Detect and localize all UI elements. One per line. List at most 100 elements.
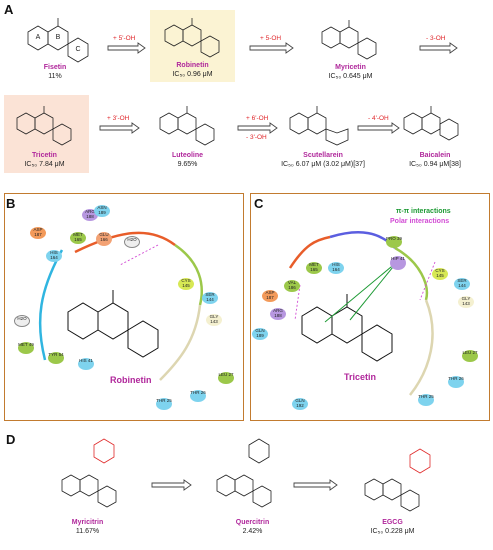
residue-val186-c: VAL 186 [284, 280, 300, 292]
baicalein-structure [403, 106, 459, 141]
arrow-5prime-oh [107, 42, 146, 54]
fisetin-value: 11% [48, 73, 62, 80]
robinetin-pocket-blue [38, 249, 64, 361]
residue-asp187-b: ASP 187 [30, 227, 46, 239]
robinetin-pocket-orange [74, 231, 176, 254]
arrow-3prime-oh [99, 122, 140, 134]
arrow-label-minus-3-oh: - 3-OH [426, 35, 446, 42]
ring-label-b: B [55, 34, 61, 41]
residue-leu27-c: LEU 27 [462, 350, 478, 362]
myricitrin-value: 11.67% [75, 528, 100, 535]
tricetin-highlight [4, 95, 89, 173]
panel-label-a: A [4, 2, 14, 17]
residue-his164-b: HIS 164 [46, 250, 62, 262]
arrow-label-minus-4prime-oh: - 4'-OH [368, 115, 389, 122]
residue-tyr54-b: TYR 54 [48, 352, 64, 364]
pi-pi-lines [324, 261, 398, 323]
luteoline-value: 9.65% [177, 161, 198, 168]
residue-thr25-b: THR 25 [156, 398, 172, 410]
scutellarein-structure [289, 106, 349, 146]
myricetin-structure [321, 20, 377, 60]
egcg-value: IC₅₀ 0.228 μM [370, 528, 415, 535]
residue-his41-b: HIS 41 [78, 358, 94, 370]
robinetin-pocket-tan [159, 304, 202, 381]
residue-glu166-b: GLU 166 [96, 232, 112, 246]
residue-gln192-c: GLN 192 [292, 398, 308, 410]
polar-lines [119, 244, 436, 321]
arrow-d-2 [293, 479, 338, 491]
residue-met49-b: MET 49 [18, 342, 34, 354]
panel-label-b: B [6, 196, 16, 211]
quercitrin-name: Quercitrin [235, 519, 270, 526]
fisetin-name: Fisetin [43, 64, 67, 71]
luteoline-name: Luteoline [171, 152, 204, 159]
arrow-label-6prime-oh: + 6'-OH [246, 115, 269, 122]
arrow-minus-3-oh [419, 42, 458, 54]
tricetin-ligand-structure [301, 294, 393, 362]
tricetin-pocket-green [394, 246, 429, 301]
residue-thr26-b: THR 26 [190, 390, 206, 402]
residue-pro39-c: PRO 39 [386, 236, 402, 248]
arrow-minus-4prime-oh [357, 122, 400, 134]
robinetin-name: Robinetin [176, 62, 209, 69]
panel-label-d: D [6, 432, 16, 447]
residue-leu27-b: LEU 27 [218, 372, 234, 384]
residue-thr26-c: THR 26 [448, 376, 464, 388]
residue-h2o-b1: H2O [124, 236, 140, 248]
robinetin-structure [164, 18, 220, 58]
residue-gly143-c: GLY 143 [458, 296, 474, 308]
ring-label-a: A [35, 34, 41, 41]
tricetin-name: Tricetin [32, 152, 57, 159]
myricitrin-name: Myricitrin [71, 519, 104, 526]
panel-b-box [4, 193, 244, 421]
residue-met165-c: MET 165 [306, 262, 322, 274]
ring-label-c: C [75, 46, 81, 53]
arrow-label-3prime-oh: + 3'-OH [107, 115, 130, 122]
egcg-structure [364, 448, 431, 512]
baicalein-value: IC₅₀ 0.94 μM[38] [409, 161, 461, 168]
residue-arg188-c: ARG 188 [270, 308, 286, 320]
robinetin-value: IC₅₀ 0.96 μM [172, 71, 213, 78]
legend-pi-pi: π-π interactions [396, 208, 451, 215]
arrow-label-minus-3prime-oh: - 3'-OH [246, 134, 267, 141]
scutellarein-value: IC₅₀ 6.07 μM (3.02 μM)[37] [281, 161, 365, 168]
residue-asn189-b: ASN 189 [94, 205, 110, 217]
residue-ser144-b: SER 144 [202, 292, 218, 304]
quercitrin-value: 2.42% [242, 528, 263, 535]
residue-gly143-b: GLY 143 [206, 314, 222, 326]
residue-ser144-c: SER 144 [454, 278, 470, 290]
robinetin-ligand-label: Robinetin [110, 375, 152, 385]
robinetin-ligand-structure [67, 290, 159, 358]
egcg-name: EGCG [382, 519, 403, 526]
arrow-d-1 [151, 479, 192, 491]
tricetin-structure [16, 106, 72, 146]
panel-c-box [250, 193, 490, 421]
arrow-6prime-oh [237, 122, 278, 134]
tricetin-value: IC₅₀ 7.84 μM [24, 161, 65, 168]
scutellarein-name: Scutellarein [303, 152, 343, 159]
residue-asp187-c: ASP 187 [262, 290, 278, 302]
tricetin-ligand-label: Tricetin [344, 372, 377, 382]
myricetin-name: Myricetin [335, 64, 366, 71]
fisetin-structure [27, 18, 89, 63]
residue-cys145-c: CYS 145 [432, 268, 448, 280]
arrow-label-5prime-oh: + 5'-OH [113, 35, 136, 42]
quercitrin-structure [216, 438, 272, 508]
luteoline-structure [159, 106, 215, 146]
myricetin-value: IC₅₀ 0.645 μM [328, 73, 373, 80]
residue-hip41-c: HIP 41 [390, 256, 406, 270]
panel-label-c: C [254, 196, 264, 211]
baicalein-name: Baicalein [419, 152, 451, 159]
myricitrin-structure [61, 438, 117, 508]
arrow-label-5-oh: + 5-OH [260, 35, 282, 42]
legend-polar: Polar interactions [390, 218, 450, 225]
arrow-5-oh [249, 42, 294, 54]
residue-thr25-c: THR 25 [418, 394, 434, 406]
tricetin-pocket-tan [409, 299, 434, 396]
residue-cys145-b: CYS 145 [178, 278, 194, 290]
residue-met165-b: MET 165 [70, 232, 86, 244]
residue-gln189-c: GLN 189 [252, 328, 268, 340]
residue-h2o-b2: H2O [14, 315, 30, 327]
robinetin-pocket-green [174, 243, 203, 306]
